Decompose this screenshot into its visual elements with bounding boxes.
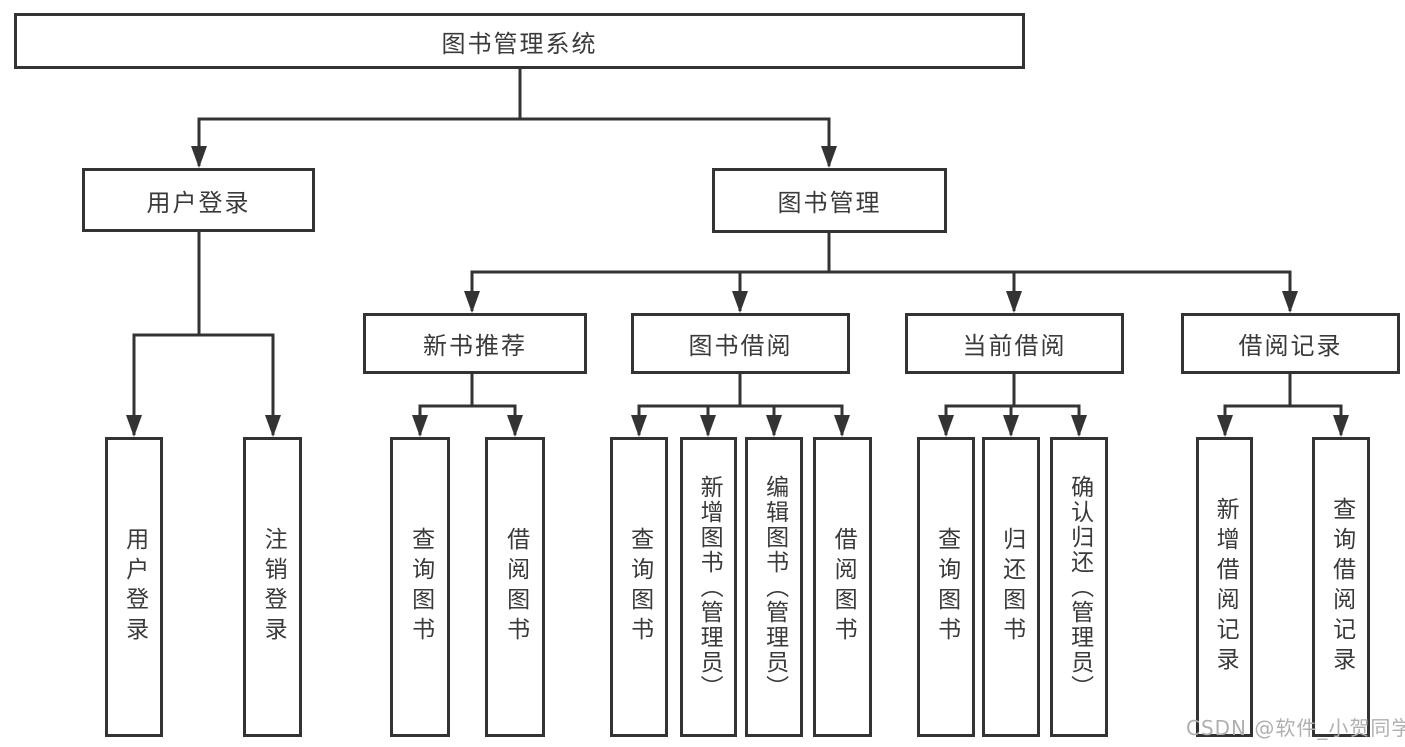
leaf-borrow-borrow-books-label: 借阅图书 (830, 527, 857, 647)
leaf-borrow-borrow-books: 借阅图书 (813, 437, 872, 737)
leaf-record-add-borrow-record: 新增借阅记录 (1196, 437, 1253, 737)
leaf-record-add-borrow-record-label: 新增借阅记录 (1212, 497, 1239, 677)
arrowhead-icon (507, 415, 523, 437)
arrowhead-icon (412, 415, 428, 437)
leaf-logout-label: 注销登录 (260, 527, 287, 647)
arrowhead-icon (834, 415, 850, 437)
arrowhead-icon (700, 415, 716, 437)
node-new-book-recommend-label: 新书推荐 (423, 332, 527, 360)
leaf-borrow-edit-books-admin-label: 编辑图书（管理员） (761, 474, 788, 700)
arrowhead-icon (1217, 415, 1233, 437)
leaf-current-confirm-return-admin: 确认归还（管理员） (1050, 437, 1108, 737)
arrowhead-icon (631, 415, 647, 437)
arrowhead-icon (1003, 415, 1019, 437)
node-new-book-recommend: 新书推荐 (363, 313, 587, 374)
arrowhead-icon (1071, 415, 1087, 437)
leaf-user-login: 用户登录 (105, 437, 163, 737)
arrowhead-icon (265, 415, 281, 437)
node-borrow-record-label: 借阅记录 (1238, 332, 1343, 360)
leaf-newrec-query-books-label: 查询图书 (407, 527, 434, 647)
leaf-record-query-borrow-record-label: 查询借阅记录 (1328, 497, 1355, 677)
arrowhead-icon (191, 146, 207, 168)
node-current-borrow-label: 当前借阅 (962, 332, 1067, 360)
leaf-borrow-edit-books-admin: 编辑图书（管理员） (745, 437, 803, 737)
leaf-logout: 注销登录 (243, 437, 302, 737)
leaf-newrec-borrow-books: 借阅图书 (485, 437, 545, 737)
leaf-current-confirm-return-admin-label: 确认归还（管理员） (1066, 474, 1093, 700)
arrowhead-icon (732, 291, 748, 313)
leaf-record-query-borrow-record: 查询借阅记录 (1312, 437, 1370, 737)
connector-level3 (418, 374, 1343, 435)
node-book-borrow: 图书借阅 (631, 313, 850, 374)
arrowhead-icon (821, 146, 837, 168)
node-root-label: 图书管理系统 (441, 29, 598, 58)
leaf-user-login-label: 用户登录 (121, 527, 148, 647)
leaf-newrec-borrow-books-label: 借阅图书 (502, 527, 529, 647)
leaf-borrow-query-books-label: 查询图书 (626, 527, 653, 647)
arrowhead-icon (938, 415, 954, 437)
leaf-current-query-books: 查询图书 (917, 437, 975, 737)
csdn-watermark: CSDN @软件_小贺同学 (1186, 716, 1405, 740)
node-book-borrow-label: 图书借阅 (688, 332, 793, 360)
arrowhead-icon (126, 415, 142, 437)
node-user-login-label: 用户登录 (146, 188, 251, 217)
leaf-newrec-query-books: 查询图书 (390, 437, 450, 737)
node-user-login: 用户登录 (82, 168, 315, 232)
arrowhead-icon (1006, 291, 1022, 313)
leaf-current-return-books-label: 归还图书 (998, 527, 1025, 647)
node-borrow-record: 借阅记录 (1181, 313, 1400, 374)
leaf-current-query-books-label: 查询图书 (933, 527, 960, 647)
leaf-current-return-books: 归还图书 (982, 437, 1040, 737)
leaf-borrow-add-books-admin-label: 新增图书（管理员） (696, 474, 723, 700)
connector-level2 (132, 232, 1292, 435)
node-current-borrow: 当前借阅 (905, 313, 1124, 374)
arrowhead-icon (464, 291, 480, 313)
leaf-borrow-query-books: 查询图书 (610, 437, 668, 737)
node-book-management-label: 图书管理 (777, 189, 882, 217)
arrowhead-icon (1333, 415, 1349, 437)
leaf-borrow-add-books-admin: 新增图书（管理员） (680, 437, 737, 737)
arrowhead-icon (766, 415, 782, 437)
connector-level1 (197, 69, 831, 166)
node-book-management: 图书管理 (712, 168, 947, 233)
arrowhead-icon (1282, 291, 1298, 313)
node-root: 图书管理系统 (14, 13, 1025, 69)
